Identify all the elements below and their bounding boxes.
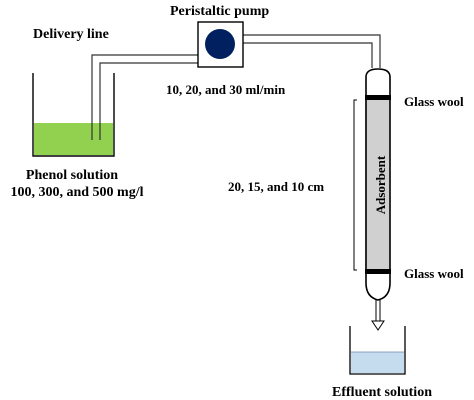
effluent-solution-liquid	[351, 352, 404, 373]
flow-rate-label: 10, 20, and 30 ml/min	[166, 82, 286, 97]
effluent-solution-label: Effluent solution	[332, 385, 432, 400]
outlet-arrow-icon	[371, 320, 385, 331]
bed-height-label: 20, 15, and 10 cm	[228, 179, 324, 194]
peristaltic-pump-label: Peristaltic pump	[170, 4, 269, 19]
bed-height-bracket	[353, 99, 357, 271]
phenol-concentration-label: 100, 300, and 500 mg/l	[10, 185, 143, 200]
phenol-beaker	[32, 73, 115, 157]
glass-wool-top-layer	[365, 95, 391, 100]
glass-wool-bottom-label: Glass wool	[404, 266, 464, 281]
phenol-solution-label: Phenol solution	[26, 168, 118, 183]
pump-rotor	[205, 29, 235, 59]
adsorbent-bed	[365, 97, 390, 272]
column-wall	[365, 68, 391, 301]
effluent-beaker	[349, 326, 406, 375]
peristaltic-pump	[197, 21, 244, 68]
delivery-line-label: Delivery line	[33, 27, 109, 42]
effluent-beaker-wall	[349, 326, 406, 375]
phenol-solution-liquid	[34, 123, 113, 155]
glass-wool-top-label: Glass wool	[404, 94, 464, 109]
adsorbent-label: Adsorbent	[373, 155, 388, 214]
delivery-line-tubing	[91, 34, 381, 140]
phenol-beaker-wall	[32, 73, 115, 157]
glass-wool-bottom-layer	[365, 269, 391, 274]
adsorption-column	[365, 68, 391, 331]
